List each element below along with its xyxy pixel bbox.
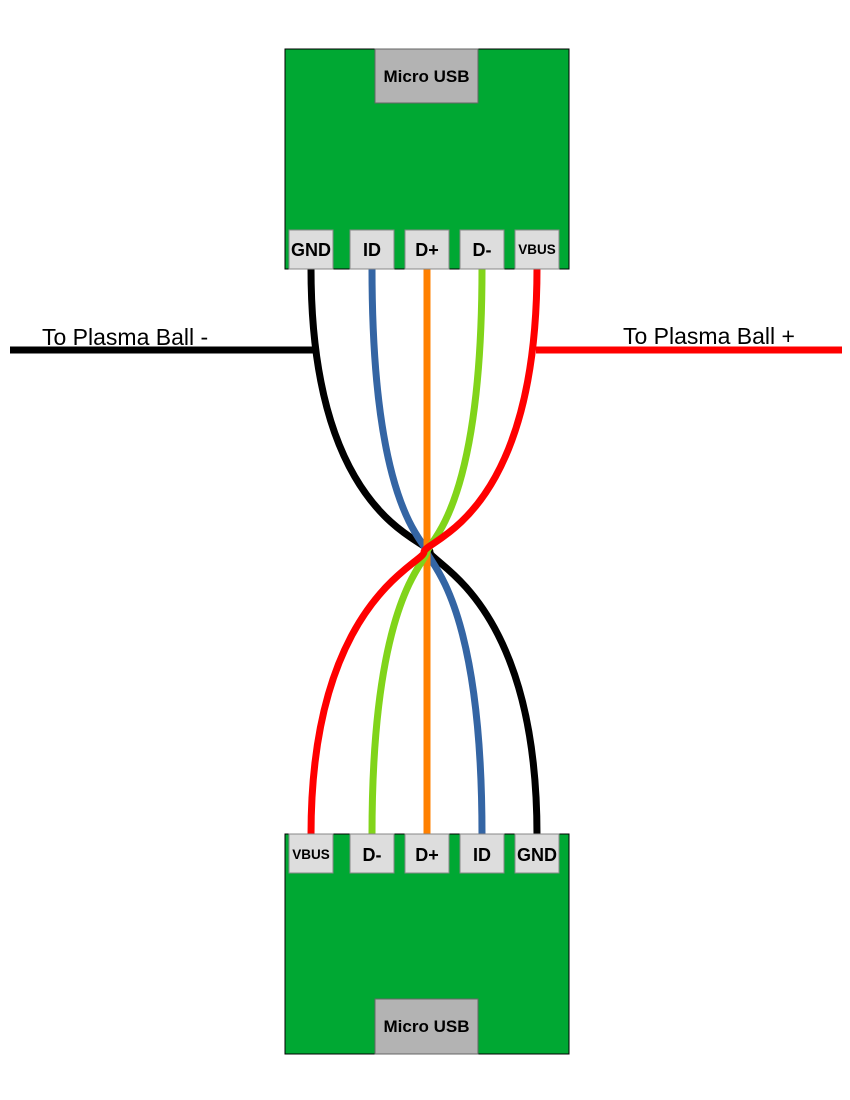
bottom-pin-label-3: D+ [415,845,439,865]
top-micro-usb-connector [374,48,479,104]
top-pin-5 [514,229,560,270]
top-pin-1 [288,229,334,270]
bottom-pin-label-4: ID [473,845,491,865]
top-connector-label: Micro USB [384,67,470,86]
top-pin-2 [349,229,395,270]
wires [10,267,842,836]
bottom-pin-label-5: GND [517,845,557,865]
top-pin-3 [404,229,450,270]
bottom-pin-2 [349,833,395,874]
top-pin-4 [459,229,505,270]
bottom-pin-5 [514,833,560,874]
top-pin-header: GND ID D+ D- VBUS [288,229,560,270]
top-pin-label-1: GND [291,240,331,260]
bottom-pin-label-2: D- [363,845,382,865]
bottom-pin-header: VBUS D- D+ ID GND [288,833,560,874]
bottom-connector-label: Micro USB [384,1017,470,1036]
top-usb-board: Micro USB GND ID D+ D- VBUS [284,48,570,270]
top-pin-label-2: ID [363,240,381,260]
wire-vbus-top-to-vbus-bottom [307,267,541,836]
label-to-plasma-ball-minus: To Plasma Ball - [42,324,208,350]
bottom-pin-4 [459,833,505,874]
bottom-pin-label-1: VBUS [292,847,330,862]
top-pin-label-4: D- [473,240,492,260]
top-pin-label-5: VBUS [518,242,556,257]
label-to-plasma-ball-plus: To Plasma Ball + [623,323,795,349]
bottom-pin-3 [404,833,450,874]
bottom-pin-1 [288,833,334,874]
bottom-usb-board: Micro USB VBUS D- D+ ID GND [284,833,570,1055]
top-pin-label-3: D+ [415,240,439,260]
bottom-micro-usb-connector [374,998,479,1055]
